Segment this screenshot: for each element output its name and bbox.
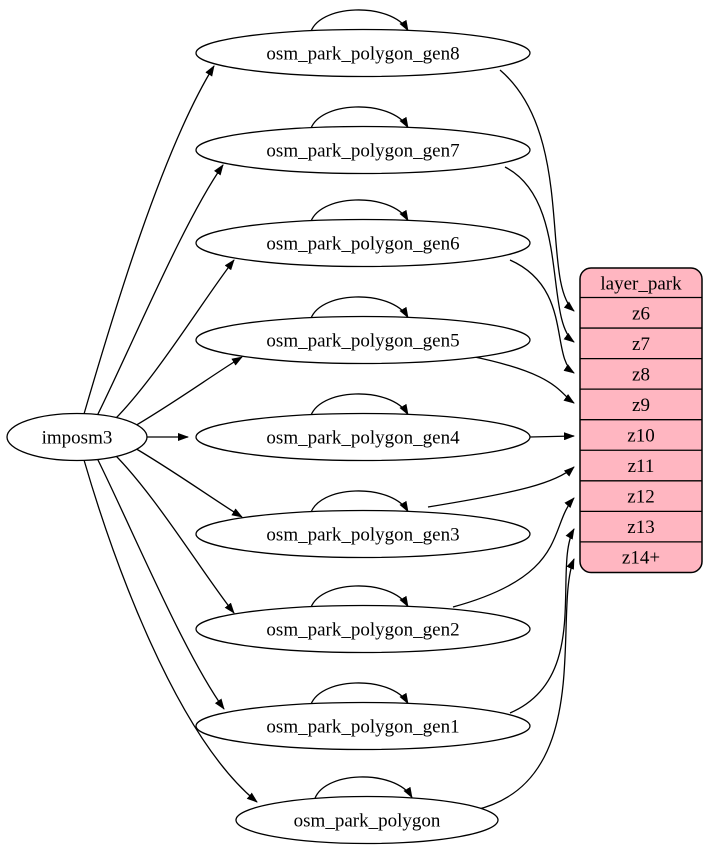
node-osm_park_polygon_gen1: osm_park_polygon_gen1 [195,701,531,751]
edge-osm_park_polygon_gen8-to-layer_park-z6 [499,69,575,312]
node-label: osm_park_polygon_gen4 [266,428,460,449]
edge-imposm3-to-osm_park_polygon_gen2 [109,449,235,614]
self-loop-osm_park_polygon [313,776,413,802]
edge-osm_park_polygon_gen6-to-layer_park-z8 [509,259,575,374]
record-row-z11: z11 [628,456,655,477]
node-label: osm_park_polygon_gen8 [266,44,459,65]
node-osm_park_polygon_gen8: osm_park_polygon_gen8 [195,28,531,78]
node-osm_park_polygon_gen2: osm_park_polygon_gen2 [195,604,531,654]
edge-osm_park_polygon_gen5-to-layer_park-z9 [469,355,575,404]
source-node-shape [6,412,148,462]
edge-imposm3-to-osm_park_polygon [83,459,258,803]
self-loop-osm_park_polygon_gen7 [309,106,409,132]
self-loop-osm_park_polygon_gen5 [309,296,409,322]
node-label: osm_park_polygon_gen1 [266,717,459,738]
edge-osm_park_polygon_gen7-to-layer_park-z7 [504,166,575,343]
node-label: osm_park_polygon_gen6 [266,234,459,255]
edge-osm_park_polygon-to-layer_park-z14+ [474,558,575,811]
node-osm_park_polygon_gen3: osm_park_polygon_gen3 [195,509,531,559]
node-osm_park_polygon_gen5: osm_park_polygon_gen5 [195,315,531,365]
record-row-z14+: z14+ [622,548,660,569]
record-row-z9: z9 [632,395,650,416]
node-label: osm_park_polygon_gen5 [266,331,459,352]
table-node-shape [195,28,531,78]
table-node-shape [235,795,499,845]
edge-imposm3-to-osm_park_polygon_gen5 [127,356,243,431]
edge-osm_park_polygon_gen4-to-layer_park-z10 [529,432,575,441]
node-osm_park_polygon_gen6: osm_park_polygon_gen6 [195,218,531,268]
node-label: osm_park_polygon [294,811,441,832]
table-node-shape [195,509,531,559]
self-loop-osm_park_polygon_gen4 [309,393,409,419]
table-node-shape [195,604,531,654]
self-loop-osm_park_polygon_gen6 [309,199,409,225]
edge-imposm3-to-osm_park_polygon_gen3 [127,443,243,518]
record-row-z12: z12 [627,487,654,508]
record-row-z13: z13 [627,517,654,538]
node-label: osm_park_polygon_gen3 [266,525,459,546]
edge-imposm3-to-osm_park_polygon_gen8 [83,65,215,415]
node-osm_park_polygon_gen4: osm_park_polygon_gen4 [195,412,531,462]
table-node-shape [195,701,531,751]
record-row-z10: z10 [627,425,654,446]
record-row-z6: z6 [632,303,650,324]
record-row-z8: z8 [632,364,650,385]
node-osm_park_polygon_gen7: osm_park_polygon_gen7 [195,125,531,175]
record-row-z7: z7 [632,334,650,355]
table-node-shape [195,125,531,175]
node-imposm3: imposm3 [6,412,148,462]
self-loop-osm_park_polygon_gen8 [309,9,409,35]
self-loop-osm_park_polygon_gen3 [309,490,409,516]
self-loop-osm_park_polygon_gen2 [309,585,409,611]
edge-imposm3-to-osm_park_polygon_gen1 [95,455,225,710]
node-osm_park_polygon: osm_park_polygon [235,795,499,845]
edge-osm_park_polygon_gen2-to-layer_park-z12 [452,497,575,608]
record-node-layer_park: layer_park z6 z7 z8 z9 z10 z11 z12 z13 z14+ [579,267,703,574]
edge-osm_park_polygon_gen3-to-layer_park-z11 [427,466,575,508]
edge-osm_park_polygon_gen1-to-layer_park-z13 [509,528,575,714]
node-label: osm_park_polygon_gen7 [266,141,459,162]
self-loop-osm_park_polygon_gen1 [309,682,409,708]
edge-imposm3-to-osm_park_polygon_gen7 [95,164,224,419]
table-node-shape [195,315,531,365]
record-title: layer_park [600,273,682,294]
node-label: imposm3 [42,428,113,449]
edge-imposm3-to-osm_park_polygon_gen6 [109,259,235,425]
table-node-shape [195,218,531,268]
node-label: osm_park_polygon_gen2 [266,620,459,641]
table-node-shape [195,412,531,462]
